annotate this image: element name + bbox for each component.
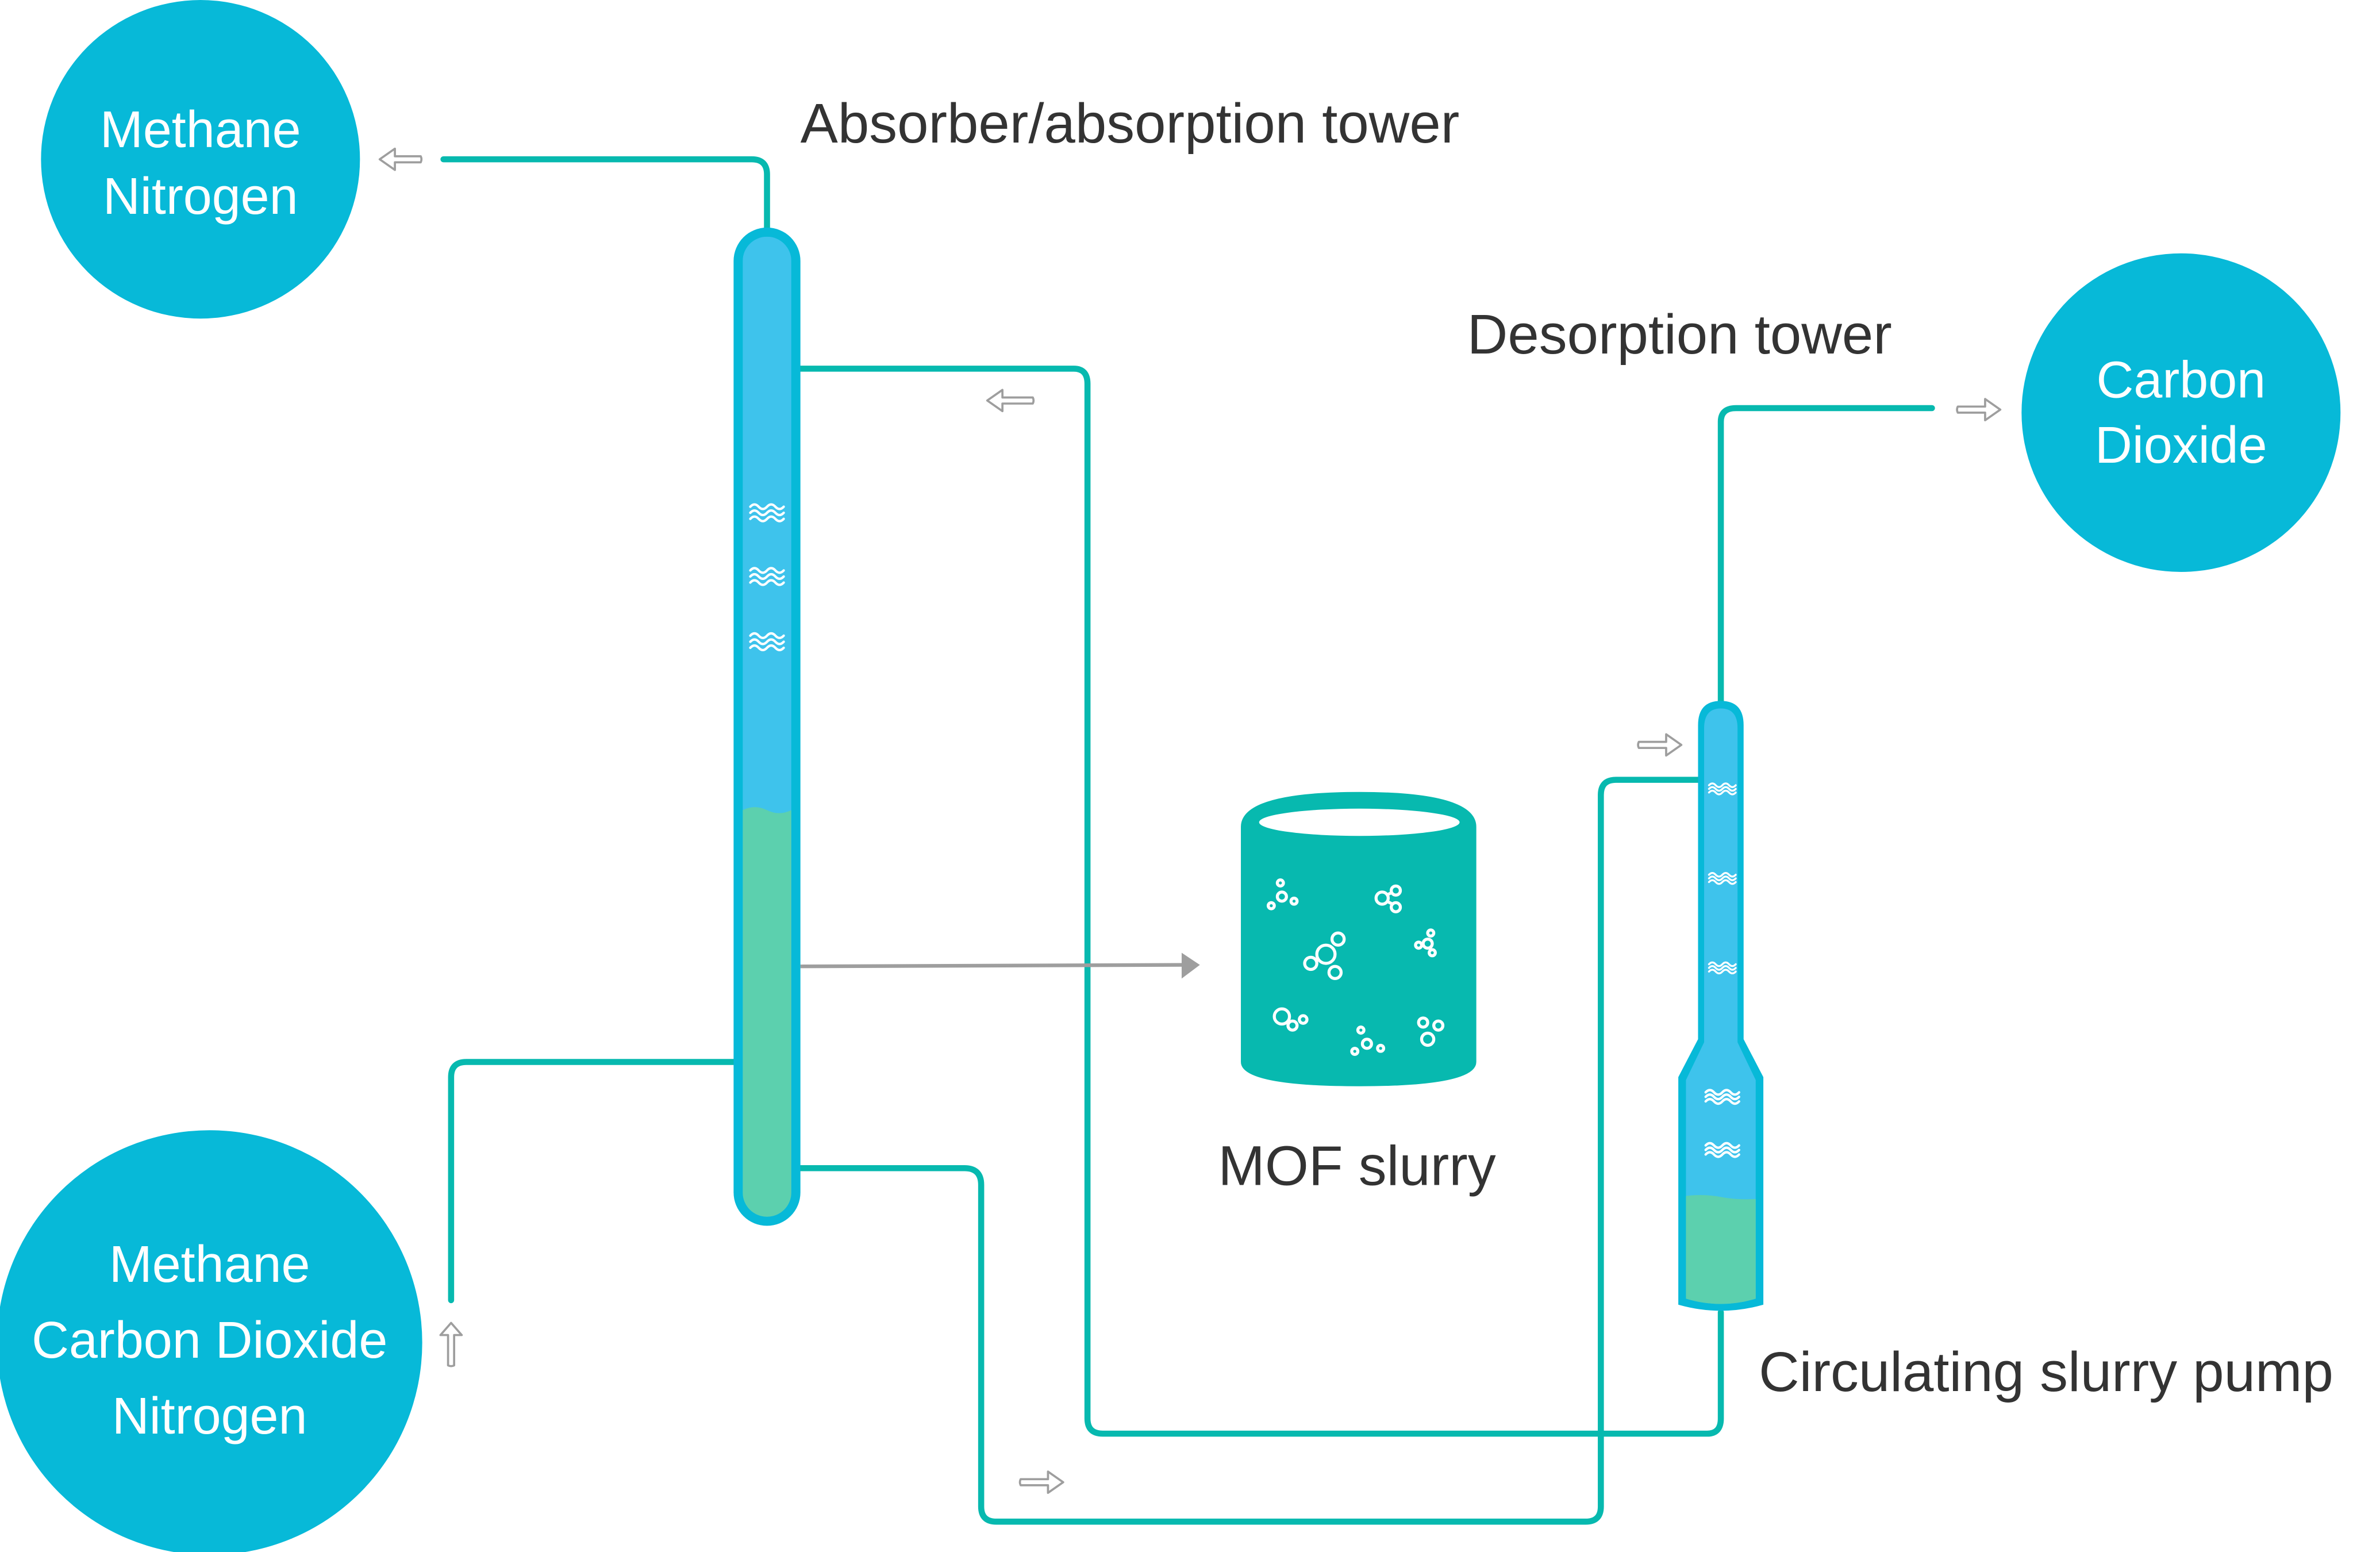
molecule-icon bbox=[1417, 1016, 1445, 1047]
molecule-icon bbox=[1374, 884, 1402, 913]
arrow-up-icon bbox=[439, 1321, 463, 1367]
pipe-absorber-to-methane-nitrogen bbox=[440, 156, 770, 234]
wave-icon bbox=[1704, 1089, 1740, 1105]
wave-icon bbox=[1708, 961, 1737, 975]
node-label-line: Methane bbox=[100, 101, 301, 159]
node-methane-nitrogen: Methane Nitrogen bbox=[41, 0, 360, 319]
desorber-label: Desorption tower bbox=[1467, 303, 1892, 366]
node-label-line: Nitrogen bbox=[112, 1388, 307, 1445]
node-label-line: Nitrogen bbox=[103, 168, 298, 225]
node-carbon-dioxide: Carbon Dioxide bbox=[2021, 253, 2341, 573]
mof-extraction-arrow bbox=[800, 952, 1200, 979]
arrow-right-icon bbox=[1637, 733, 1683, 757]
pipe-feed-to-absorber bbox=[448, 1059, 740, 1304]
arrow-right-icon bbox=[1018, 1470, 1064, 1494]
desorption-tower bbox=[1678, 701, 1764, 1311]
molecule-icon bbox=[1272, 1007, 1309, 1032]
node-label-line: Dioxide bbox=[2095, 417, 2267, 474]
arrow-left-icon bbox=[378, 147, 423, 171]
node-label-line: Methane bbox=[109, 1236, 310, 1293]
wave-icon bbox=[1708, 871, 1737, 885]
absorber-label: Absorber/absorption tower bbox=[801, 92, 1460, 155]
molecule-icon bbox=[1350, 1025, 1386, 1056]
molecule-icon bbox=[1414, 928, 1437, 958]
molecule-icon bbox=[1266, 878, 1299, 911]
node-label-line: Carbon bbox=[2096, 352, 2266, 409]
arrow-right-icon bbox=[1956, 398, 2002, 421]
wave-icon bbox=[749, 503, 785, 523]
mof-slurry-label: MOF slurry bbox=[1218, 1134, 1495, 1197]
node-methane-co2-nitrogen: Methane Carbon Dioxide Nitrogen bbox=[0, 1130, 422, 1552]
wave-icon bbox=[749, 567, 785, 586]
molecule-icon bbox=[1303, 931, 1346, 980]
wave-icon bbox=[1708, 782, 1737, 796]
pump-label: Circulating slurry pump bbox=[1759, 1340, 2333, 1403]
absorber-tower bbox=[733, 227, 801, 1226]
wave-icon bbox=[1704, 1142, 1740, 1158]
pipe-absorber-to-desorber bbox=[797, 777, 1701, 1525]
node-label-line: Carbon Dioxide bbox=[32, 1312, 387, 1369]
wave-icon bbox=[749, 632, 785, 652]
arrow-left-icon bbox=[986, 389, 1035, 413]
pipe-pump-return-to-absorber bbox=[797, 366, 1724, 1437]
pipe-desorber-to-co2 bbox=[1717, 405, 1935, 709]
mof-slurry-tank bbox=[1241, 792, 1477, 1086]
